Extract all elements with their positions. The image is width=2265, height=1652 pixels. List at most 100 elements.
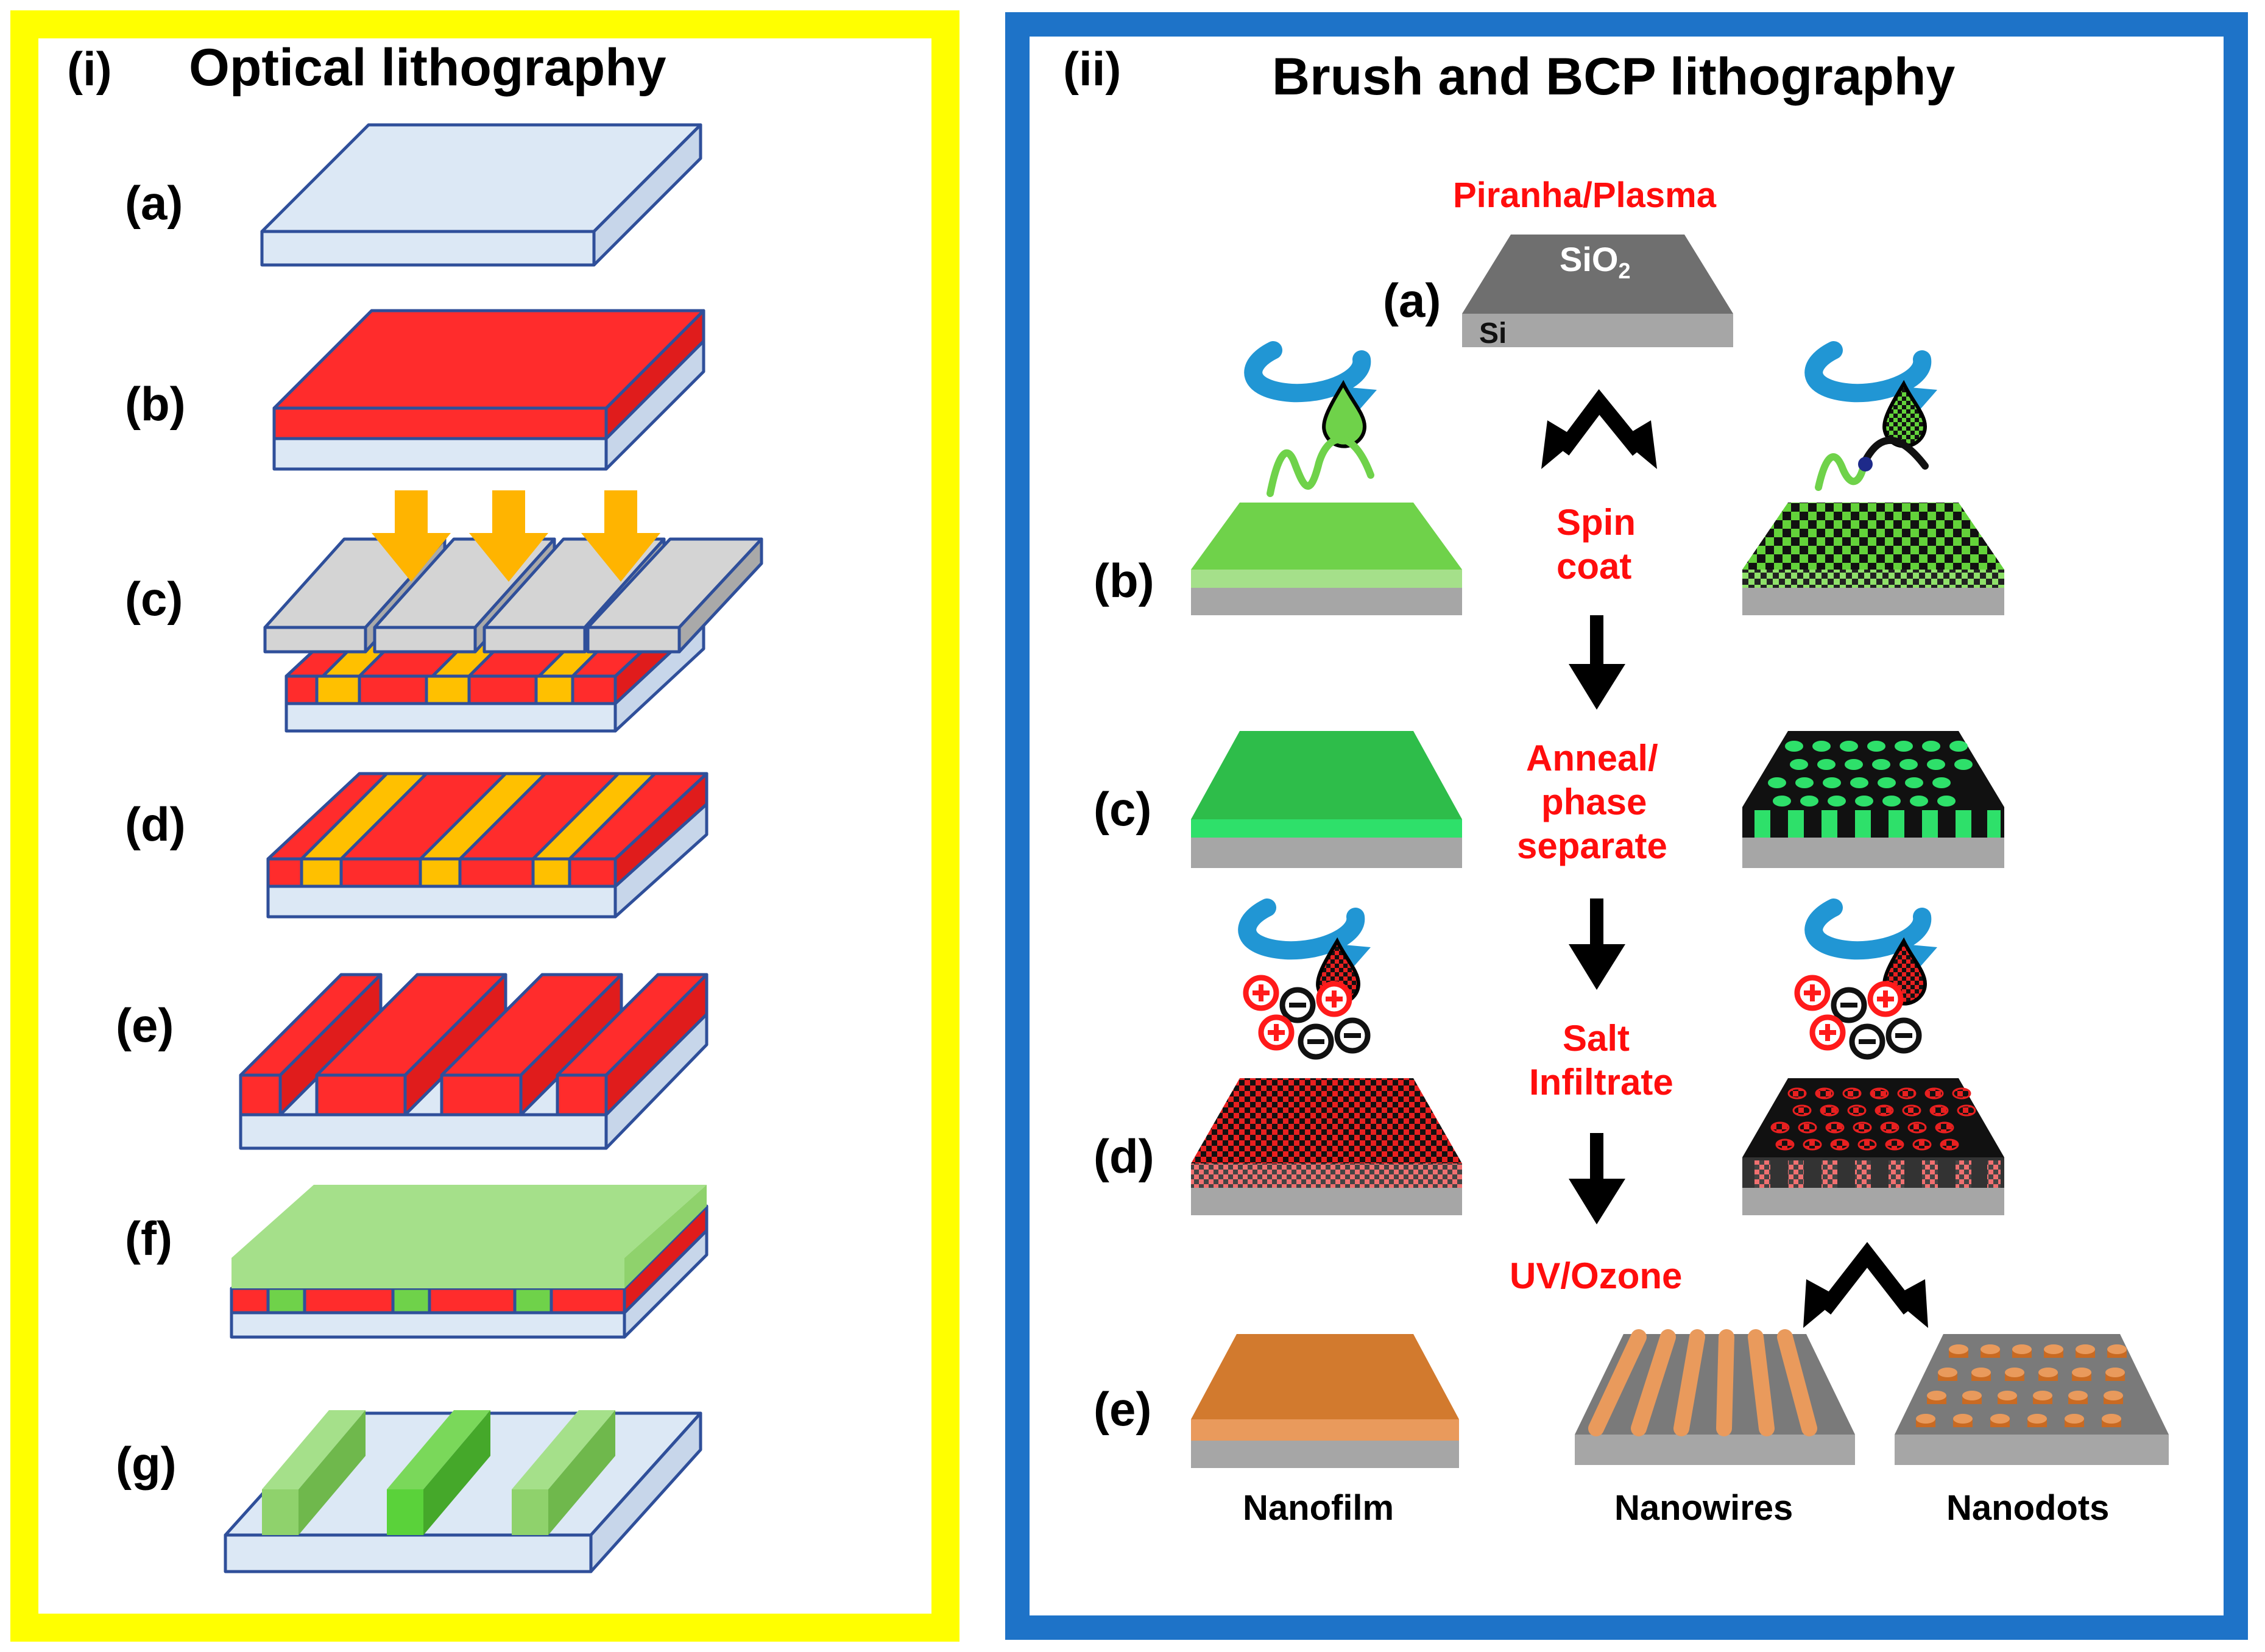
bcp-step-c-phase-separated — [1742, 731, 2004, 868]
nanodot — [2072, 1368, 2091, 1381]
arrow-c-d — [1569, 898, 1625, 990]
infiltrated-dot — [1924, 1087, 1944, 1100]
arrow-b-c — [1569, 615, 1625, 710]
salt-label-2: Infiltrate — [1529, 1062, 1673, 1103]
cylinder-dot — [1895, 741, 1913, 752]
infiltrated-dot — [1830, 1138, 1850, 1151]
infiltrated-dot — [1815, 1087, 1834, 1100]
anion-icon — [1334, 1017, 1371, 1054]
left-step-g: (g) — [116, 1437, 177, 1491]
anion-icon — [1831, 987, 1867, 1023]
cation-icon — [1794, 975, 1831, 1011]
cylinder-dot — [1922, 741, 1940, 752]
cation-icon — [1867, 981, 1904, 1017]
infiltrated-dots — [1770, 1087, 1976, 1151]
substrate-oxide-label: SiO2 — [1560, 240, 1631, 283]
nanodot — [2038, 1368, 2058, 1381]
anion-icon — [1885, 1017, 1922, 1054]
ion-cluster-right — [1794, 975, 1922, 1060]
bcp-step-a-substrate — [1462, 235, 1733, 347]
substrate-si-label: Si — [1479, 317, 1507, 350]
nanodot — [2104, 1391, 2123, 1404]
nanowire — [1631, 1329, 1676, 1436]
nanodot — [1990, 1414, 2010, 1427]
nanowire — [1777, 1329, 1817, 1436]
infiltrated-dot — [1870, 1087, 1889, 1100]
bcp-step-d-infiltrated-brush — [1191, 1078, 1462, 1215]
infiltrated-dot — [1847, 1104, 1867, 1117]
ion-cluster-left — [1243, 975, 1371, 1060]
uv-ozone-label: UV/Ozone — [1510, 1255, 1682, 1296]
nanowire — [1716, 1329, 1734, 1436]
nanodot — [2068, 1391, 2088, 1404]
nanodot — [2033, 1391, 2052, 1404]
left-step-f: (f) — [125, 1212, 172, 1265]
left-step-b: (b) — [125, 377, 186, 431]
anneal-label-3: separate — [1517, 825, 1667, 866]
piranha-label: Piranha/Plasma — [1453, 175, 1717, 215]
spin-label-2: coat — [1557, 546, 1631, 587]
infiltrated-dot — [1857, 1138, 1877, 1151]
anion-icon — [1279, 987, 1316, 1023]
cylinder-dot — [1812, 741, 1831, 752]
panel-left-title: Optical lithography — [189, 38, 666, 97]
nanodot — [2012, 1344, 2032, 1358]
infiltrated-dot — [1770, 1121, 1790, 1134]
spin-coat-icon-brush — [1244, 341, 1377, 497]
infiltrated-dot — [1803, 1138, 1822, 1151]
cylinder-dot — [1905, 777, 1923, 788]
optical-step-e-developed-resist — [239, 973, 708, 1150]
panel-right-roman: (ii) — [1063, 42, 1121, 96]
infiltrated-dot — [1853, 1121, 1872, 1134]
cylinder-dot — [1937, 796, 1956, 807]
anneal-label-2: phase — [1541, 782, 1647, 822]
infiltrated-dot — [1902, 1104, 1921, 1117]
optical-step-b-resist — [272, 309, 705, 471]
cylinder-dot — [1949, 741, 1968, 752]
infiltrated-dot — [1907, 1121, 1927, 1134]
infiltrated-dot — [1842, 1087, 1862, 1100]
green-lines — [262, 1410, 615, 1535]
right-step-b: (b) — [1094, 554, 1154, 607]
right-step-e: (e) — [1094, 1382, 1151, 1436]
nanodot — [1981, 1344, 2000, 1358]
anneal-label-1: Anneal/ — [1526, 738, 1658, 778]
optical-step-c-exposure — [263, 537, 763, 733]
panel-right-title: Brush and BCP lithography — [1272, 48, 1955, 106]
right-step-a: (a) — [1383, 274, 1441, 327]
infiltrated-dot — [1957, 1104, 1976, 1117]
cylinder-dot — [1785, 741, 1803, 752]
right-step-d: (d) — [1094, 1129, 1154, 1183]
infiltrated-dot — [1787, 1087, 1807, 1100]
nanowires-label: Nanowires — [1614, 1488, 1793, 1528]
cylinder-dot — [1828, 796, 1846, 807]
cylinder-dot — [1878, 777, 1896, 788]
infiltrated-dot — [1775, 1138, 1795, 1151]
infiltrated-dot — [1880, 1121, 1899, 1134]
infiltrated-dot — [1940, 1138, 1959, 1151]
nanodot — [2107, 1344, 2127, 1358]
nanodot — [1949, 1344, 1968, 1358]
nanodot — [2027, 1414, 2047, 1427]
cylinder-dot — [1927, 759, 1945, 770]
infiltrated-dot — [1897, 1087, 1917, 1100]
optical-step-d-latent-image — [266, 772, 708, 919]
cylinder-dot — [1910, 796, 1928, 807]
nanodot — [1953, 1414, 1973, 1427]
cylinder-dots — [1768, 741, 1973, 807]
nanodot — [1938, 1368, 1957, 1381]
nanowire — [1748, 1329, 1775, 1436]
infiltrated-cylinders — [1754, 1160, 2001, 1188]
nanofilm — [1191, 1334, 1459, 1468]
arrow-d-e — [1569, 1133, 1625, 1224]
nanodot — [1971, 1368, 1991, 1381]
cylinder-dot — [1855, 796, 1873, 807]
cylinder-dot — [1773, 796, 1791, 807]
cylinder-dot — [1790, 759, 1808, 770]
right-step-c: (c) — [1094, 782, 1151, 836]
infiltrated-dot — [1885, 1138, 1904, 1151]
cylinder-dot — [1795, 777, 1814, 788]
cylinder-dot — [1845, 759, 1863, 770]
nanodot — [2005, 1368, 2024, 1381]
infiltrated-dot — [1792, 1104, 1812, 1117]
